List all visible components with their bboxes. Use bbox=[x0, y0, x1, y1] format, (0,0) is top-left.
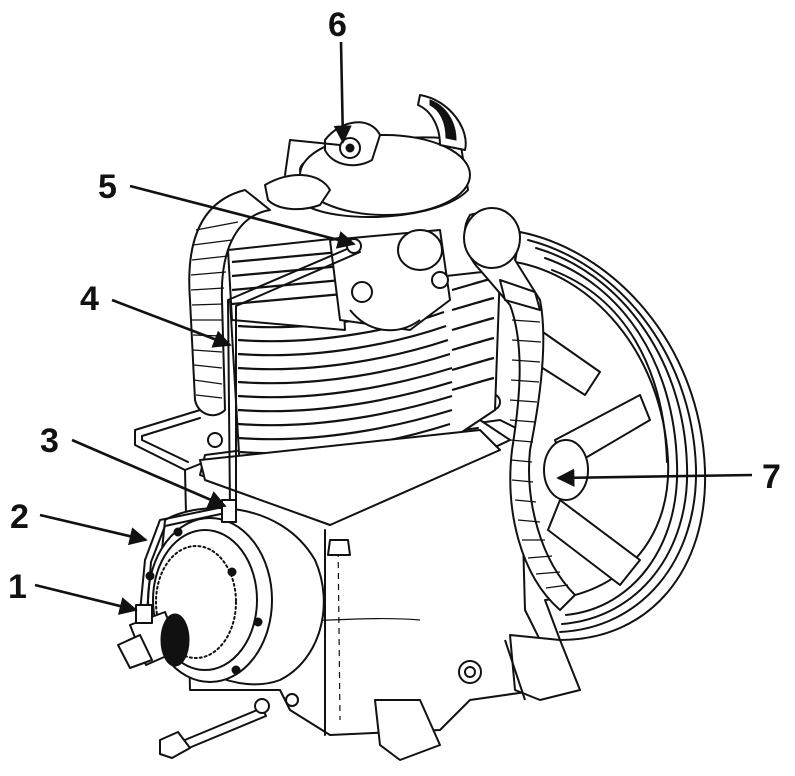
callout-1: 1 bbox=[8, 568, 27, 606]
callout-7: 7 bbox=[762, 458, 781, 496]
right-flex-hose bbox=[463, 207, 576, 611]
callout-labels: 1 2 3 4 5 6 7 bbox=[8, 6, 781, 606]
callout-leaders bbox=[34, 41, 753, 615]
leader-1 bbox=[34, 583, 138, 615]
leader-3 bbox=[71, 438, 227, 508]
callout-5: 5 bbox=[98, 168, 117, 206]
cylinder-head bbox=[329, 229, 451, 332]
callout-3: 3 bbox=[40, 422, 59, 460]
callout-6: 6 bbox=[328, 6, 347, 44]
callout-4: 4 bbox=[80, 280, 99, 318]
callout-2: 2 bbox=[10, 498, 29, 536]
leader-4 bbox=[111, 298, 232, 348]
end-bearing-cover bbox=[117, 507, 325, 686]
leader-2 bbox=[39, 513, 148, 546]
tubing bbox=[134, 139, 362, 624]
leader-7 bbox=[556, 468, 753, 487]
flywheel bbox=[514, 231, 707, 641]
leader-6 bbox=[333, 41, 352, 144]
leader-5 bbox=[129, 184, 356, 249]
cylinder-fins bbox=[199, 237, 501, 526]
air-filter bbox=[264, 94, 471, 218]
